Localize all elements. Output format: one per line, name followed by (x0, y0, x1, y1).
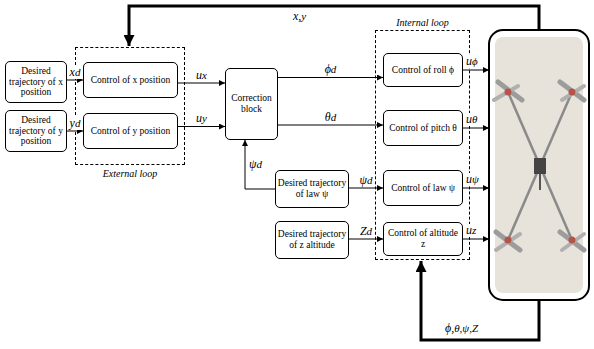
signal-label: uψ (465, 173, 480, 186)
input-box: Desired trajectory of y position (5, 110, 67, 152)
node-text: Control of y position (91, 126, 170, 137)
loop-group: Internal loopControl of roll ϕControl of… (375, 30, 470, 260)
loop-title: Internal loop (356, 17, 489, 28)
control-box: Control of y position (83, 113, 178, 149)
node-text: Control of pitch θ (389, 123, 457, 134)
node-text: Desired trajectory of z altitude (277, 229, 347, 250)
signal-arrow (178, 83, 225, 84)
signal-arrow (245, 140, 275, 189)
correction-box: Correction block (225, 68, 278, 140)
node-text: Correction block (227, 93, 276, 114)
signal-label: uz (465, 224, 477, 237)
signal-label: xd (69, 66, 82, 79)
signal-label: x,y (292, 10, 307, 23)
quadrotor-drawing (494, 82, 584, 250)
control-outputs (463, 70, 489, 239)
signal-label: uy (195, 112, 208, 125)
node-text: Desired trajectory of y position (7, 115, 65, 147)
control-box: Control of pitch θ (383, 110, 463, 146)
signal-label: θd (324, 111, 337, 124)
signal-label: ψd (359, 174, 374, 187)
node-text: Desired trajectory of law ψ (277, 178, 347, 199)
signal-label: ux (195, 69, 208, 82)
input-box: Desired trajectory of z altitude (275, 221, 349, 259)
node-text: Control of x position (91, 75, 170, 86)
node-text: Desired trajectory of x position (7, 66, 65, 98)
node-text: Control of altitude z (385, 228, 461, 249)
node-text: Control of roll ϕ (392, 65, 454, 76)
signal-label: yd (69, 117, 82, 130)
input-box: Desired trajectory of law ψ (275, 170, 349, 208)
signal-label: Zd (359, 225, 373, 238)
signal-label: ϕ,θ,ψ,Z (444, 322, 479, 335)
signal-label: ψd (248, 158, 263, 171)
signal-arrow (349, 188, 383, 189)
node-text: Control of law ψ (391, 183, 455, 194)
signal-label: uθ (465, 113, 478, 126)
signal-arrow (349, 239, 383, 240)
loop-title: External loop (56, 168, 204, 179)
signal-arrow (278, 77, 383, 78)
signal-arrow (178, 126, 225, 127)
position-feedback (129, 6, 539, 46)
attitude-feedback (421, 261, 539, 340)
control-box: Control of altitude z (383, 222, 463, 256)
signal-label: uϕ (465, 55, 479, 68)
control-box: Control of law ψ (383, 170, 463, 206)
control-box: Control of roll ϕ (383, 53, 463, 87)
photo-ground (495, 37, 583, 293)
loop-group: External loopControl of x positionContro… (75, 47, 185, 165)
input-box: Desired trajectory of x position (5, 61, 67, 103)
signal-label: ϕd (324, 63, 338, 76)
signal-arrow (278, 125, 383, 126)
control-box: Control of x position (83, 62, 178, 98)
plant-frame (489, 30, 589, 300)
